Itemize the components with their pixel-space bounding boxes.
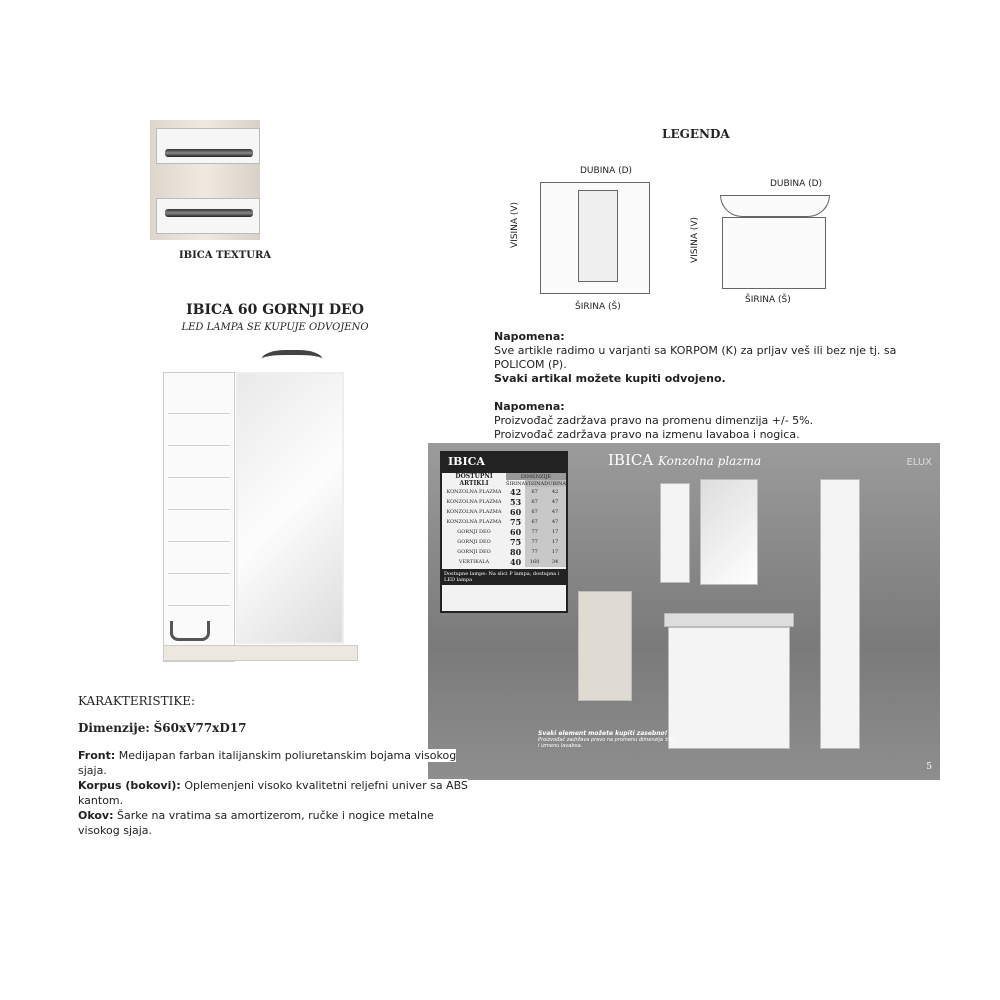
height-label: VISINA (V) [690,216,701,264]
table-cell: 67 [525,487,545,497]
note-label: Napomena: [494,330,565,343]
mirror [236,372,344,644]
okov-text: Šarke na vratima sa amortizerom, ručke i… [78,809,434,837]
table-cell: 17 [544,527,566,537]
table-cell: VERTIKALA [458,559,490,565]
table-cell: KONZOLNA PLAZMA [446,499,502,505]
table-cell: 77 [525,527,545,537]
korpus-label: Korpus (bokovi): [78,779,181,792]
texture-caption: IBICA TEXTURA [178,250,272,261]
table-header: ŠIRINA [506,480,526,487]
note-line: Sve artikle radimo u varjanti sa KORPOM … [494,344,897,371]
drawer-front [156,198,260,234]
vanity-unit [668,627,790,749]
depth-label: DUBINA (D) [580,166,633,176]
table-cell: 160 [525,557,545,567]
handle-icon [170,621,210,641]
table-cell: 67 [525,497,545,507]
table-cell: 47 [544,507,566,517]
catalog-image: IBICA Konzolna plazma ELUX IBICA DOSTUPN… [428,443,940,780]
table-header: DUBINA [544,480,566,487]
laundry-basket-cabinet [578,591,632,701]
dim-value: Š60xV77xD17 [153,721,247,735]
table-cell: KONZOLNA PLAZMA [446,509,502,515]
table-cell: 17 [544,537,566,547]
catalog-subtitle: Konzolna plazma [657,454,762,468]
table-cell: 60 [510,527,522,537]
table-cell: 34 [544,557,566,567]
width-label: ŠIRINA (Š) [745,295,791,305]
cabinet-door [163,372,235,662]
wall-cabinet [660,483,690,583]
catalog-note: Proizvođač zadržava pravo na promenu dim… [538,737,677,749]
brand-logo: ELUX [906,457,932,468]
table-header: DOSTUPNI ARTIKLI [455,473,493,487]
table-cell: 40 [510,557,522,567]
table-cell: 77 [525,537,545,547]
catalog-title: IBICA [608,451,654,469]
table-cell: 77 [525,547,545,557]
table-cell: GORNJI DEO [457,549,491,555]
handle-icon [165,149,253,157]
table-cell: 75 [510,537,522,547]
front-label: Front: [78,749,116,762]
table-cell: KONZOLNA PLAZMA [446,519,502,525]
table-header: VISINA [525,480,545,487]
depth-label: DUBINA (D) [770,179,823,189]
legend-diagram-sink: DUBINA (D) VISINA (V) ŠIRINA (Š) [690,175,840,325]
handle-icon [165,209,253,217]
legend-diagram-mirror: DUBINA (D) VISINA (V) ŠIRINA (Š) [510,160,660,320]
page-number: 5 [926,762,932,772]
table-footer: Dostupne lampe: Na slici P lampa, dostup… [442,569,566,585]
legend-title: LEGENDA [662,127,730,141]
drawer-front [156,128,260,164]
table-cell: 47 [544,497,566,507]
front-text: Medijapan farban italijanskim poliuretan… [78,749,457,777]
note-line: Proizvođač zadržava pravo na izmenu lava… [494,428,800,441]
catalog-note-bold: Svaki element možete kupiti zasebno! [538,730,668,737]
table-cell: 53 [510,497,522,507]
table-cell: 17 [544,547,566,557]
table-header: DIMENZIJE [506,473,566,480]
specs: KARAKTERISTIKE: Dimenzije: Š60xV77xD17 F… [78,694,468,838]
table-title: IBICA [442,453,566,473]
table-cell: KONZOLNA PLAZMA [446,489,502,495]
sink [664,613,794,627]
mirror-cabinet [700,479,758,585]
table-cell: GORNJI DEO [457,529,491,535]
note-label: Napomena: [494,400,565,413]
dim-label: Dimenzije: [78,721,150,735]
table-cell: GORNJI DEO [457,539,491,545]
width-label: ŠIRINA (Š) [575,302,621,312]
okov-label: Okov: [78,809,114,822]
product-subtitle: LED LAMPA SE KUPUJE ODVOJENO [181,322,369,333]
specs-heading: KARAKTERISTIKE: [78,694,196,708]
table-cell: 60 [510,507,522,517]
tall-cabinet [820,479,860,749]
table-cell: 47 [544,517,566,527]
table-cell: 80 [510,547,522,557]
table-cell: 75 [510,517,522,527]
table-cell: 42 [544,487,566,497]
note-line: Proizvođač zadržava pravo na promenu dim… [494,414,814,427]
note-bold: Svaki artikal možete kupiti odvojeno. [494,372,726,385]
product-title: IBICA 60 GORNJI DEO [186,302,364,318]
table-cell: 67 [525,507,545,517]
table-cell: 67 [525,517,545,527]
height-label: VISINA (V) [510,201,521,249]
table-cell: 42 [510,487,522,497]
shelf [163,645,358,661]
texture-image [150,120,260,240]
notes: Napomena: Sve artikle radimo u varjanti … [494,330,934,442]
lamp-icon [262,350,322,372]
